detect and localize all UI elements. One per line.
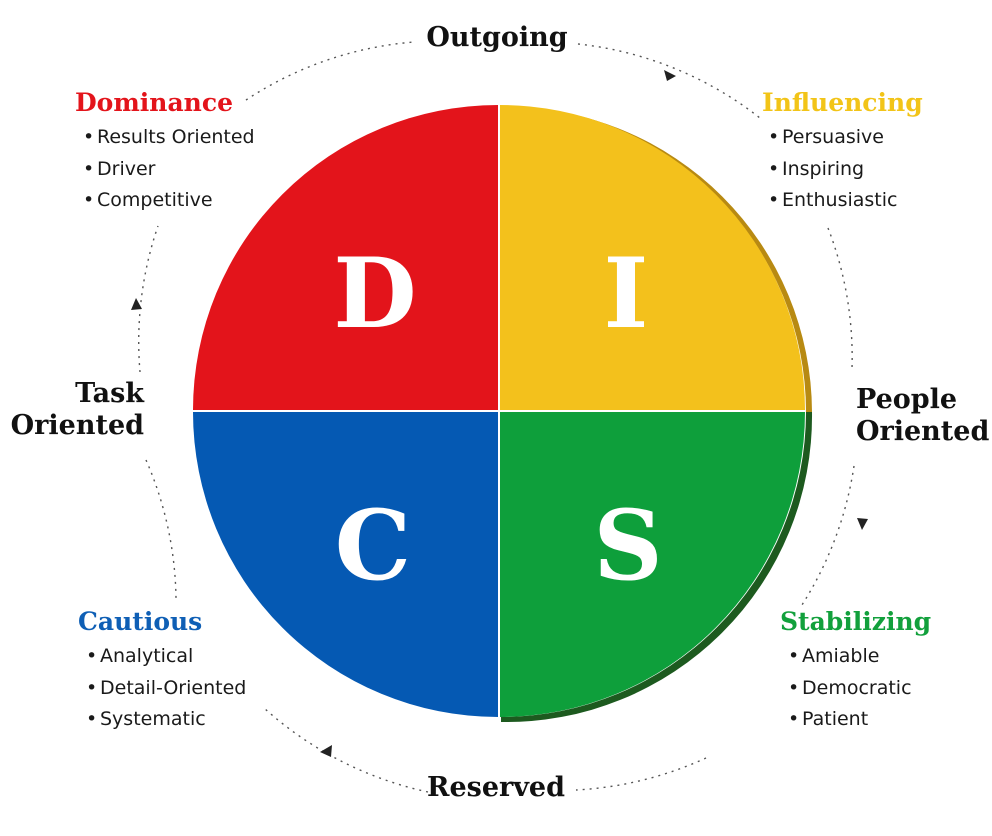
- quadrant-dividers: [193, 105, 806, 717]
- axis-label-task: Task: [75, 378, 144, 409]
- stabilizing-title: Stabilizing: [780, 607, 932, 636]
- orbit-arc-left-upper: [138, 225, 159, 373]
- trait-item: •Amiable: [780, 641, 931, 673]
- bullet-icon: •: [768, 189, 780, 211]
- axis-label-right: People Oriented: [856, 384, 990, 448]
- cautious-traits: •Analytical •Detail-Oriented •Systematic: [78, 641, 246, 736]
- axis-label-bottom: Reserved: [0, 772, 992, 804]
- quadrant-s: [500, 412, 805, 717]
- arrow-top-right-icon: [664, 70, 676, 81]
- quadrant-d: [193, 105, 498, 410]
- stabilizing-block: Stabilizing •Amiable •Democratic •Patien…: [780, 607, 931, 736]
- trait-item: •Detail-Oriented: [78, 673, 246, 705]
- bullet-icon: •: [788, 676, 800, 699]
- orbit-arc-top-right: [577, 43, 761, 119]
- quadrant-letter-c: C: [335, 489, 411, 602]
- quadrant-c: [193, 412, 498, 717]
- bullet-icon: •: [768, 126, 780, 148]
- axis-label-reserved: Reserved: [427, 772, 565, 803]
- trait-item: •Persuasive: [762, 122, 923, 154]
- bullet-icon: •: [86, 645, 98, 667]
- axis-label-task-oriented: Oriented: [10, 410, 144, 441]
- bullet-icon: •: [86, 676, 98, 699]
- trait-item: •Inspiring: [762, 154, 923, 186]
- orbit-arc-right-lower: [799, 465, 855, 609]
- orbit-ring: [138, 41, 855, 793]
- axis-label-left: Task Oriented: [8, 378, 144, 442]
- axis-label-top: Outgoing: [0, 22, 992, 54]
- cautious-title: Cautious: [78, 607, 203, 636]
- bullet-icon: •: [768, 157, 780, 180]
- axis-label-people-oriented: Oriented: [856, 416, 990, 447]
- bullet-icon: •: [83, 189, 95, 211]
- bullet-icon: •: [83, 126, 95, 148]
- arrow-bottom-left-icon: [320, 745, 332, 757]
- influencing-traits: •Persuasive •Inspiring •Enthusiastic: [762, 122, 923, 217]
- trait-item: •Driver: [75, 154, 255, 186]
- orbit-arc-right-upper: [827, 227, 853, 369]
- trait-item: •Enthusiastic: [762, 185, 923, 217]
- cautious-block: Cautious •Analytical •Detail-Oriented •S…: [78, 607, 246, 736]
- trait-item: •Competitive: [75, 185, 255, 217]
- bullet-icon: •: [788, 708, 800, 730]
- quadrant-letter-d: D: [333, 237, 416, 350]
- bullet-icon: •: [86, 708, 98, 730]
- axis-label-outgoing: Outgoing: [426, 22, 568, 53]
- influencing-block: Influencing •Persuasive •Inspiring •Enth…: [762, 88, 923, 217]
- orbit-arrows: [131, 70, 868, 757]
- influencing-title: Influencing: [762, 88, 923, 117]
- dominance-traits: •Results Oriented •Driver •Competitive: [75, 122, 255, 217]
- bullet-icon: •: [83, 157, 95, 180]
- dominance-title: Dominance: [75, 88, 233, 117]
- arrow-left-icon: [131, 298, 142, 310]
- bullet-icon: •: [788, 645, 800, 667]
- orbit-arc-left-lower: [145, 459, 177, 599]
- stabilizing-traits: •Amiable •Democratic •Patient: [780, 641, 931, 736]
- dominance-block: Dominance •Results Oriented •Driver •Com…: [75, 88, 255, 217]
- trait-item: •Results Oriented: [75, 122, 255, 154]
- trait-item: •Democratic: [780, 673, 931, 705]
- trait-item: •Patient: [780, 704, 931, 736]
- trait-item: •Systematic: [78, 704, 246, 736]
- quadrant-letter-s: S: [593, 489, 662, 602]
- arrow-right-icon: [857, 518, 868, 530]
- quadrant-letter-i: I: [604, 237, 649, 350]
- trait-item: •Analytical: [78, 641, 246, 673]
- axis-label-people: People: [856, 384, 958, 415]
- quadrant-i: [500, 105, 805, 410]
